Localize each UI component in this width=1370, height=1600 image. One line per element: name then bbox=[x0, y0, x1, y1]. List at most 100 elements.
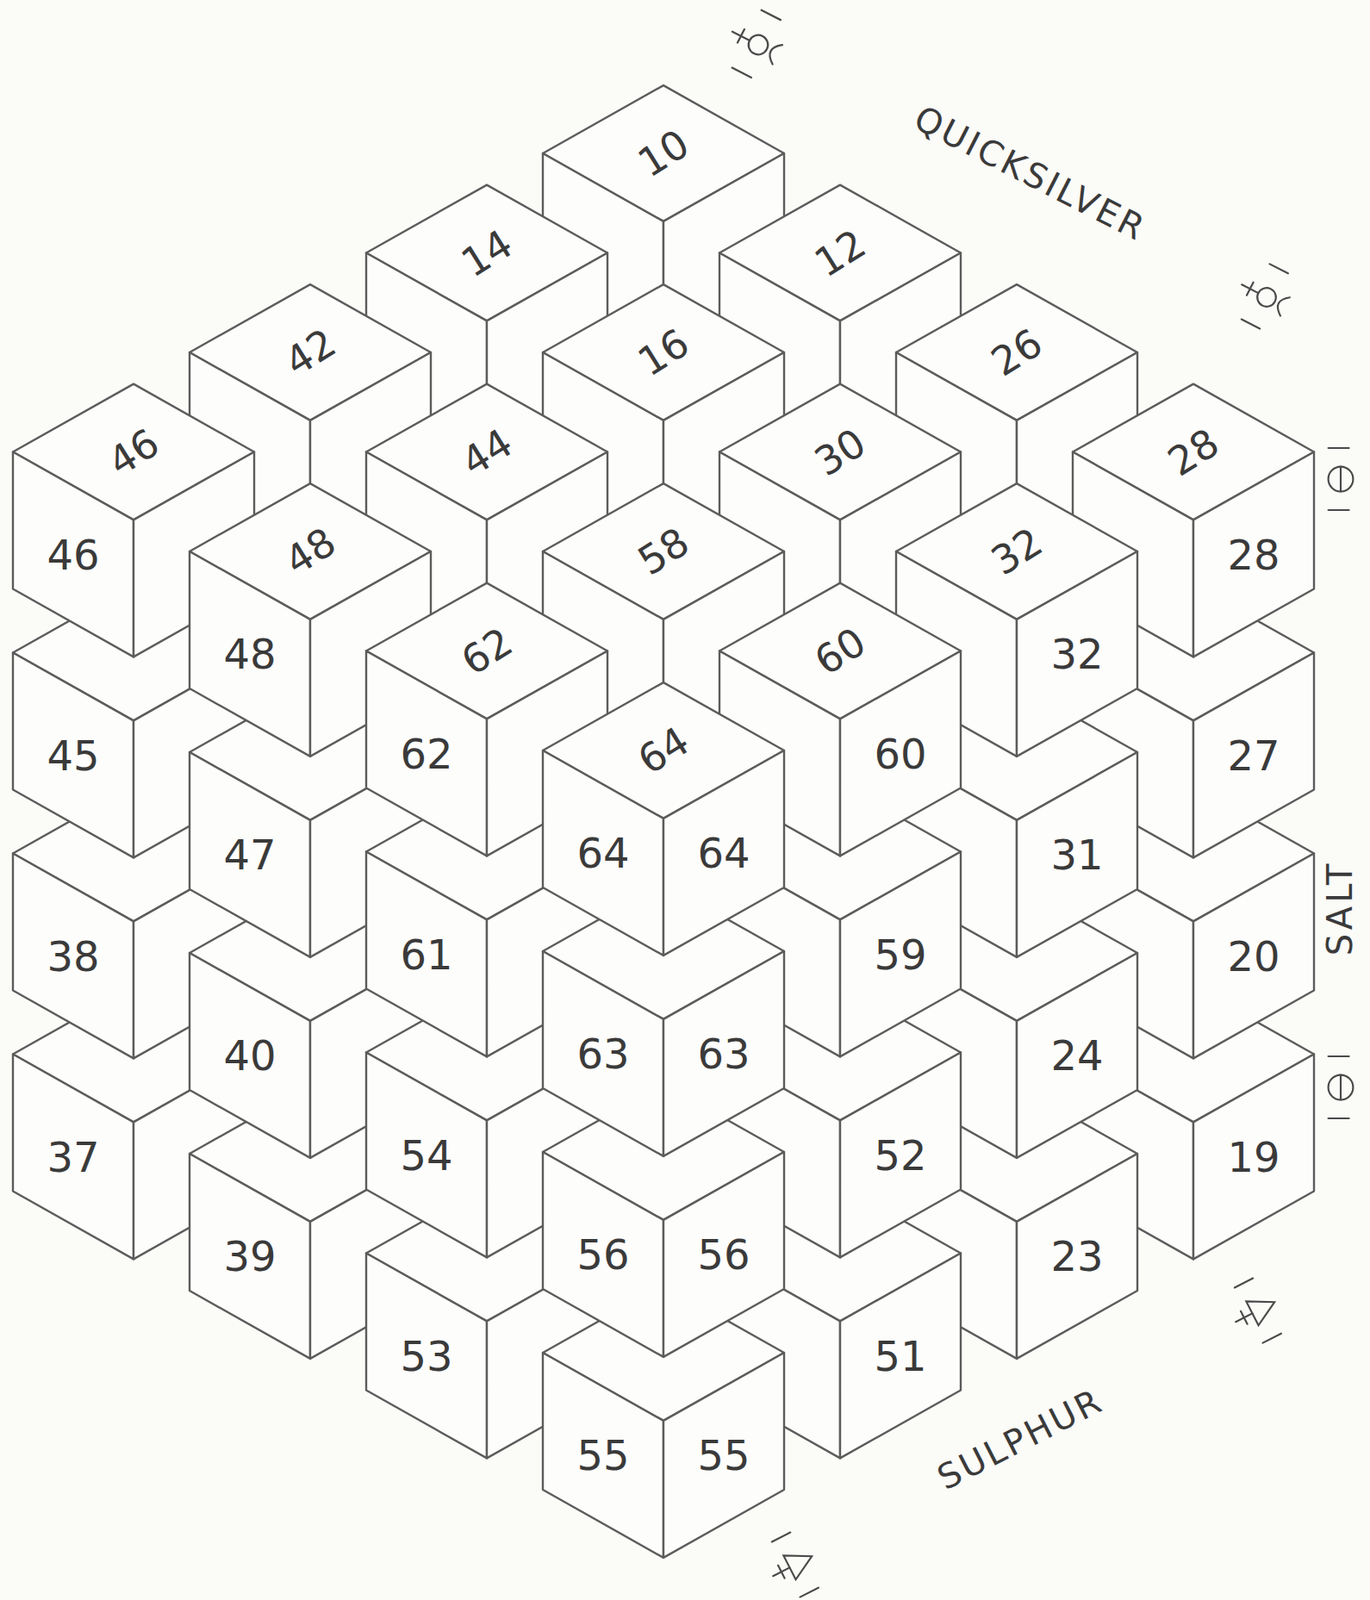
symbol-stroke bbox=[745, 31, 772, 58]
cube bbox=[542, 682, 785, 956]
tick-mark bbox=[1328, 447, 1350, 449]
cube-right-face bbox=[1193, 1054, 1314, 1260]
cube-left-face bbox=[12, 653, 134, 859]
cube-number: 23 bbox=[1050, 1235, 1103, 1277]
cube-number: 19 bbox=[1226, 1136, 1280, 1178]
symbol-stroke bbox=[1253, 284, 1279, 310]
cube-right-face bbox=[1016, 551, 1138, 757]
cube-number: 56 bbox=[697, 1233, 750, 1276]
symbol-stroke bbox=[1339, 1075, 1342, 1101]
cube-left-face bbox=[366, 651, 487, 857]
tick-mark bbox=[732, 68, 752, 78]
mercury-symbol bbox=[717, 2, 792, 83]
symbol-stroke bbox=[1339, 467, 1342, 492]
cube-number: 63 bbox=[576, 1033, 629, 1075]
cube-number: 55 bbox=[576, 1434, 629, 1476]
cube-right-face bbox=[663, 1352, 785, 1558]
cube-number: 37 bbox=[46, 1136, 100, 1178]
tick-mark bbox=[1241, 319, 1260, 330]
cube-number: 51 bbox=[873, 1335, 927, 1377]
cube-right-face bbox=[840, 1052, 961, 1258]
symbol-stroke bbox=[769, 1561, 793, 1583]
alchemy-label: QUICKSILVER bbox=[909, 99, 1152, 247]
cube-number: 64 bbox=[576, 832, 629, 874]
cube-number: 52 bbox=[873, 1134, 927, 1177]
cube-left-face bbox=[366, 852, 487, 1058]
tick-mark bbox=[761, 10, 781, 20]
cube-number: 40 bbox=[223, 1034, 276, 1077]
cube-right-face bbox=[840, 852, 961, 1058]
cube-left-face bbox=[542, 750, 664, 956]
symbol-stroke bbox=[1328, 1075, 1354, 1101]
cube-number: 62 bbox=[399, 733, 453, 775]
cube-number: 24 bbox=[1050, 1034, 1103, 1077]
sulphur-symbol bbox=[1221, 1274, 1290, 1350]
cube-number: 27 bbox=[1226, 734, 1280, 777]
cube-right-face bbox=[1193, 853, 1314, 1059]
cube-number: 28 bbox=[1226, 534, 1280, 576]
cube-number: 39 bbox=[223, 1235, 276, 1277]
tick-mark bbox=[1263, 1333, 1282, 1344]
mercury-symbol bbox=[1227, 256, 1300, 335]
tick-mark bbox=[1328, 1117, 1350, 1120]
cube-left-face bbox=[542, 951, 664, 1157]
cube-left-face bbox=[189, 752, 311, 958]
cube-number: 55 bbox=[697, 1434, 750, 1476]
salt-symbol bbox=[1328, 1056, 1354, 1119]
cube-left-face bbox=[189, 952, 311, 1159]
cube-number: 45 bbox=[46, 734, 100, 777]
symbol-stroke bbox=[1273, 293, 1290, 316]
cube-left-face bbox=[12, 1054, 134, 1260]
cube-left-face bbox=[366, 1052, 487, 1258]
cube-right-face bbox=[1016, 1153, 1138, 1359]
tick-mark bbox=[1328, 1055, 1350, 1058]
cube-left-face bbox=[542, 1352, 664, 1558]
cube-left-face bbox=[189, 1153, 311, 1359]
cube-left-face bbox=[366, 1253, 487, 1459]
cube-number: 63 bbox=[697, 1033, 750, 1075]
salt-symbol bbox=[1328, 448, 1354, 511]
symbol-stroke bbox=[728, 24, 754, 48]
alchemy-label: SALT bbox=[1322, 860, 1358, 957]
cube-number: 60 bbox=[873, 733, 927, 775]
cube-number: 64 bbox=[697, 832, 750, 874]
cube-left-face bbox=[12, 853, 134, 1059]
cube-number: 47 bbox=[223, 834, 276, 876]
cube-left-face bbox=[189, 551, 311, 757]
tick-mark bbox=[1328, 509, 1350, 511]
cube-right-face bbox=[1193, 452, 1314, 658]
tick-mark bbox=[800, 1587, 819, 1598]
cube-right-face bbox=[840, 651, 961, 857]
symbol-stroke bbox=[783, 1544, 818, 1580]
cube-right-face bbox=[1193, 653, 1314, 859]
cube-right-face bbox=[663, 750, 785, 956]
tick-mark bbox=[1234, 1278, 1253, 1289]
cube-number: 53 bbox=[399, 1335, 453, 1377]
symbol-stroke bbox=[765, 41, 783, 64]
cube-number: 54 bbox=[399, 1134, 453, 1177]
cube-left-face bbox=[12, 452, 134, 658]
cube-number: 38 bbox=[46, 935, 100, 978]
symbol-stroke bbox=[1328, 467, 1354, 492]
sulphur-symbol bbox=[759, 1528, 827, 1600]
cube-number: 61 bbox=[399, 934, 453, 976]
cube-number: 56 bbox=[576, 1233, 629, 1276]
tick-mark bbox=[772, 1532, 791, 1543]
cube-right-face bbox=[663, 951, 785, 1157]
cube-right-face bbox=[663, 1152, 785, 1358]
cube-left-face bbox=[542, 1152, 664, 1358]
symbol-stroke bbox=[1232, 1307, 1256, 1329]
symbol-stroke bbox=[1245, 1289, 1281, 1326]
cube-number: 32 bbox=[1050, 633, 1103, 675]
cube-right-face bbox=[840, 1253, 961, 1459]
cube-number: 48 bbox=[223, 633, 276, 675]
cube-right-face bbox=[1016, 952, 1138, 1159]
cube-number: 20 bbox=[1226, 935, 1280, 978]
cube-right-face bbox=[1016, 752, 1138, 958]
alchemy-label: SULPHUR bbox=[932, 1382, 1109, 1496]
tick-mark bbox=[1270, 263, 1289, 274]
cube-number: 59 bbox=[873, 934, 927, 976]
cube-number: 31 bbox=[1050, 834, 1103, 876]
